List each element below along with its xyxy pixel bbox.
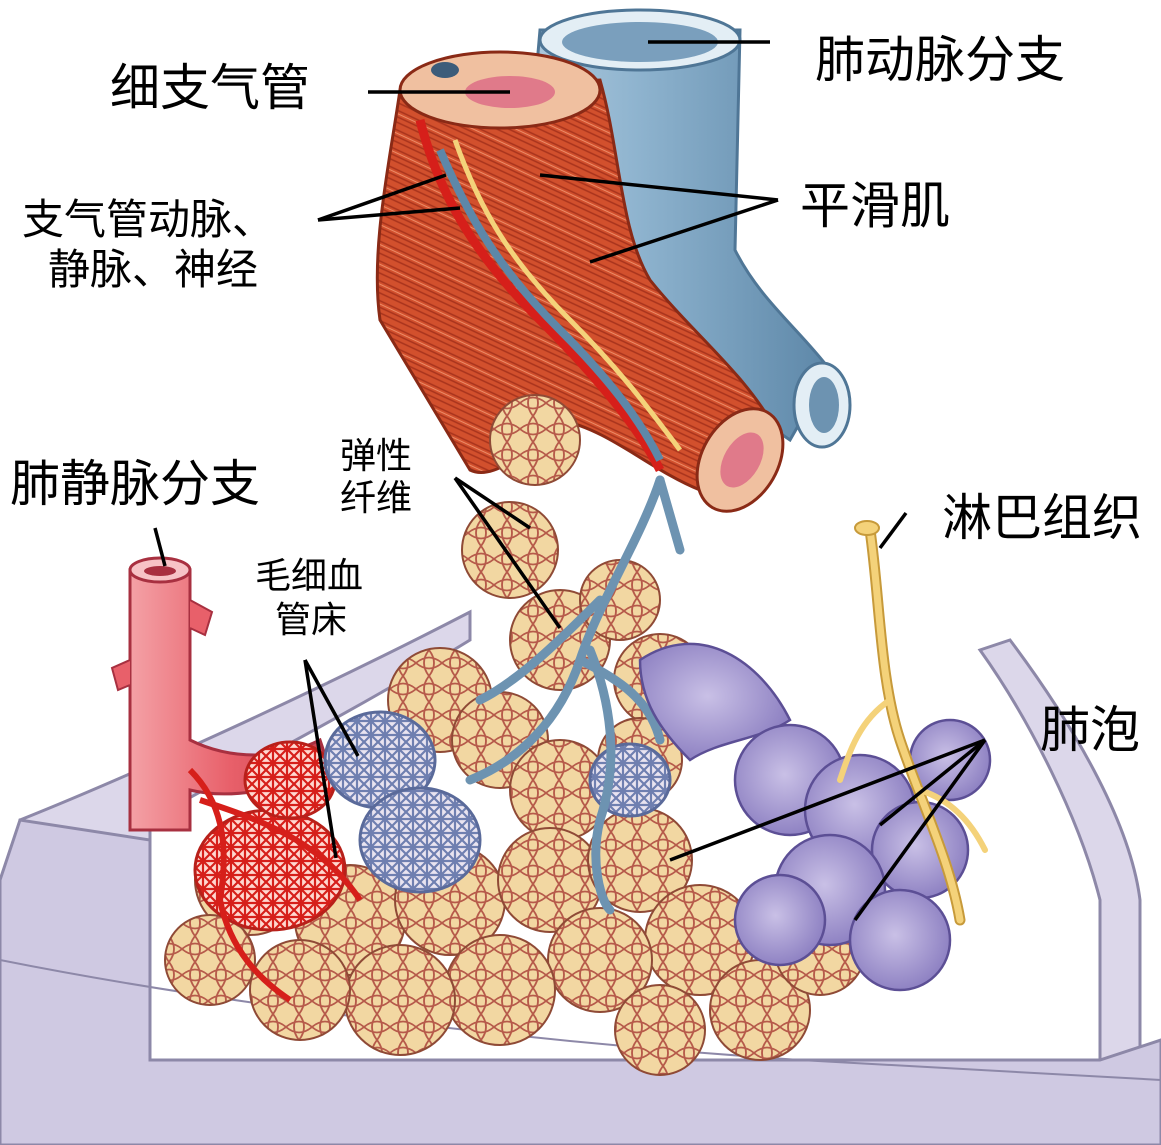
label-capillary-bed-line1: 毛细血	[255, 556, 363, 597]
label-pulmonary-vein-branch: 肺静脉分支	[10, 456, 260, 514]
label-bronchial-vessels-line2: 静脉、神经	[48, 246, 258, 294]
label-smooth-muscle: 平滑肌	[800, 178, 950, 236]
label-lymphatic-tissue: 淋巴组织	[942, 490, 1142, 548]
label-bronchial-vessels-line1: 支气管动脉、	[22, 196, 274, 244]
label-alveoli: 肺泡	[1040, 702, 1140, 760]
label-pulmonary-artery-branch: 肺动脉分支	[815, 32, 1065, 90]
leader-lymph	[880, 513, 906, 548]
label-bronchiole: 细支气管	[110, 60, 310, 118]
label-elastic-fiber-line2: 纤维	[340, 478, 412, 519]
label-elastic-fiber-line1: 弹性	[340, 436, 412, 477]
label-capillary-bed-line2: 管床	[275, 600, 347, 641]
